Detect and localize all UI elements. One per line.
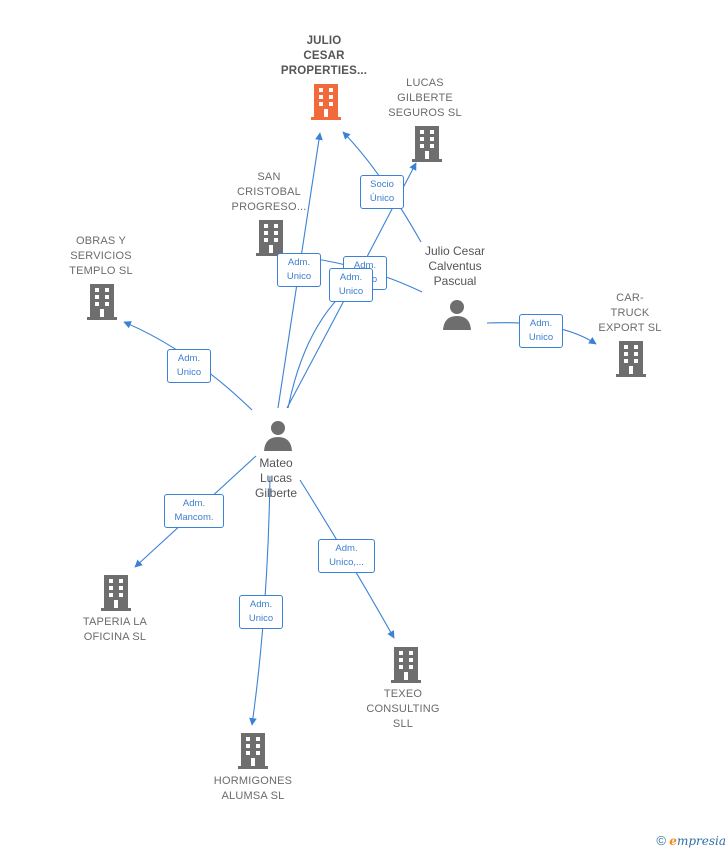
edge-label-socio-unico: Socio Único xyxy=(360,175,404,209)
edge-label-adm-unico: Adm. Unico xyxy=(329,268,373,302)
edge-label-adm-mancom: Adm. Mancom. xyxy=(164,494,224,528)
company-label-obras-templo[interactable]: OBRAS Y SERVICIOS TEMPLO SL xyxy=(69,235,133,277)
edge-label-adm-unico: Adm. Unico xyxy=(167,349,211,383)
copyright-icon: © xyxy=(656,833,666,848)
building-icon[interactable] xyxy=(412,126,442,162)
edge-label-adm-unico: Adm. Unico xyxy=(239,595,283,629)
company-label-hormigones-alumsa[interactable]: HORMIGONES ALUMSA SL xyxy=(213,775,293,802)
building-icon[interactable] xyxy=(310,84,342,120)
building-icon[interactable] xyxy=(256,220,286,256)
company-label-julio-cesar-properties[interactable]: JULIO CESAR PROPERTIES... xyxy=(280,35,368,77)
building-icon[interactable] xyxy=(87,284,117,320)
building-icon[interactable] xyxy=(238,733,268,769)
edge-label-adm-unico-more: Adm. Unico,... xyxy=(318,539,375,573)
person-icon[interactable] xyxy=(262,419,294,451)
person-label-julio-cesar-calventus[interactable]: Julio Cesar Calventus Pascual xyxy=(424,244,486,288)
company-label-texeo-consulting[interactable]: TEXEO CONSULTING SLL xyxy=(366,688,440,730)
building-icon[interactable] xyxy=(101,575,131,611)
footer-brand[interactable]: © empresia xyxy=(656,833,726,848)
person-label-mateo-lucas-gilberte[interactable]: Mateo Lucas Gilberte xyxy=(254,456,298,500)
company-label-lucas-gilberte-seguros[interactable]: LUCAS GILBERTE SEGUROS SL xyxy=(388,77,462,119)
edge-label-adm-unico: Adm. Unico xyxy=(519,314,563,348)
building-icon[interactable] xyxy=(616,341,646,377)
edge-label-adm-unico: Adm. Unico xyxy=(277,253,321,287)
company-label-car-truck-export[interactable]: CAR- TRUCK EXPORT SL xyxy=(598,292,662,334)
person-icon[interactable] xyxy=(441,298,473,330)
building-icon[interactable] xyxy=(391,647,421,683)
brand-logo: empresia xyxy=(669,834,726,848)
company-label-san-cristobal-progreso[interactable]: SAN CRISTOBAL PROGRESO... xyxy=(231,171,307,213)
company-label-taperia-la-oficina[interactable]: TAPERIA LA OFICINA SL xyxy=(82,616,148,643)
